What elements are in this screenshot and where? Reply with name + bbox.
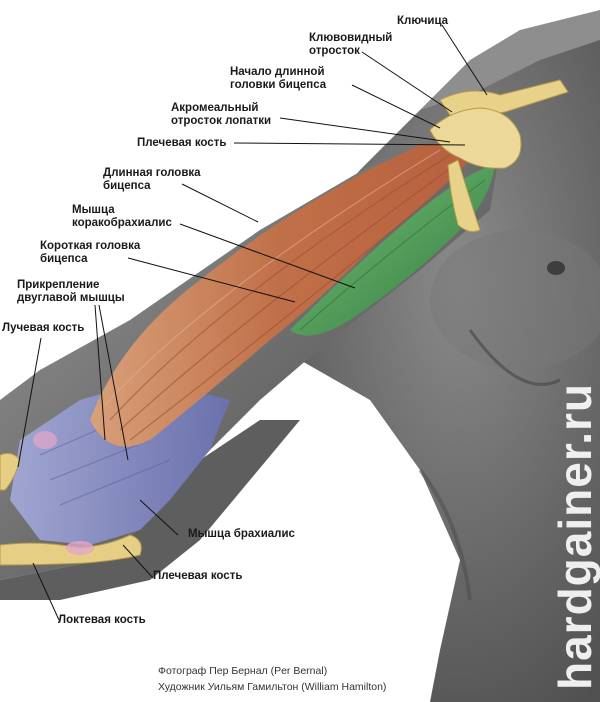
brachialis-muscle [10, 380, 230, 545]
leader-lines [17, 24, 488, 621]
label-coracoid-process: Клювовидный отросток [309, 32, 393, 57]
label-radius: Лучевая кость [2, 322, 85, 334]
label-brachialis: Мышца брахиалис [188, 528, 295, 540]
label-long-head-origin: Начало длинной головки бицепса [230, 66, 327, 91]
label-short-head: Короткая головка бицепса [40, 240, 141, 265]
watermark: hardgainer.ru [549, 383, 600, 690]
label-coracobrachialis: Мышца коракобрахиалис [72, 204, 172, 229]
label-humerus-bottom: Плечевая кость [153, 570, 243, 582]
bones [0, 79, 569, 566]
label-ulna: Локтевая кость [58, 614, 146, 626]
label-biceps-insertion: Прикрепление двуглавой мышцы [17, 279, 125, 304]
label-acromion: Акромеальный отросток лопатки [171, 102, 272, 127]
label-humerus-top: Плечевая кость [137, 137, 227, 149]
label-long-head: Длинная головка бицепса [103, 167, 201, 192]
credit-artist: Художник Уильям Гамильтон (William Hamil… [158, 681, 387, 693]
credit-photographer: Фотограф Пер Бернал (Per Bernal) [158, 665, 328, 677]
biceps-muscle [90, 144, 470, 447]
label-clavicle: Ключица [397, 15, 449, 27]
torso [250, 0, 600, 702]
